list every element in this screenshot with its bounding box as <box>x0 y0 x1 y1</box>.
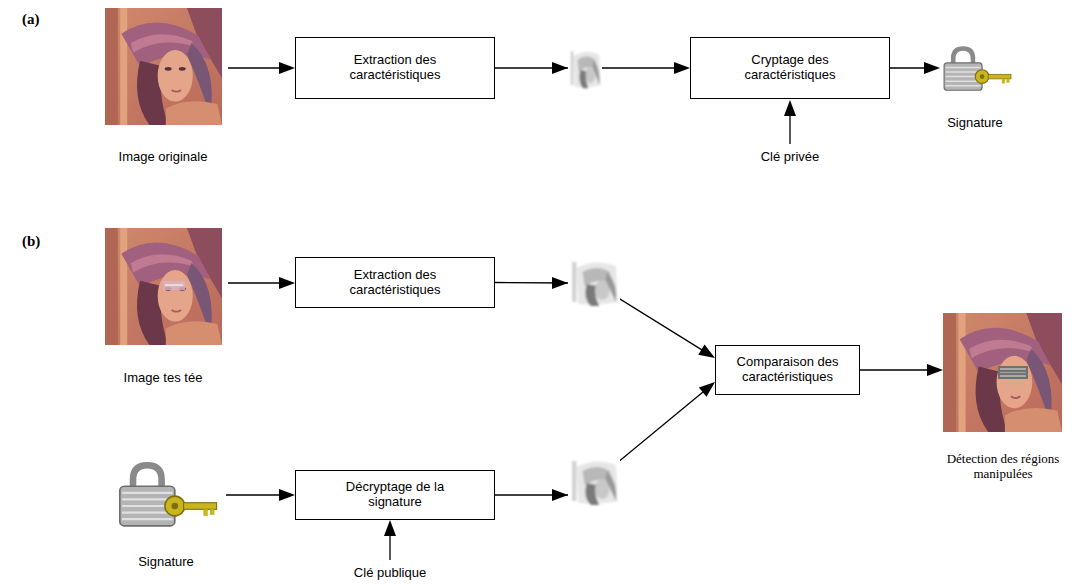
part-label: (b) <box>22 233 62 250</box>
box-text: Extraction des caractéristiques <box>318 53 472 83</box>
signature-lock-icon <box>944 48 1011 90</box>
process-box: Extraction des caractéristiques <box>295 257 495 308</box>
key-label: Clé privée <box>725 150 855 165</box>
detected-region <box>998 366 1028 379</box>
flow-arrow <box>552 62 568 501</box>
signature-label: Signature <box>915 116 1035 131</box>
process-box: Cryptage des caractéristiques <box>690 37 890 99</box>
tested-image <box>105 228 222 345</box>
process-box: Extraction des caractéristiques <box>295 37 495 99</box>
signature-lock-icon <box>120 465 217 526</box>
original-image <box>105 8 222 125</box>
box-text: Cryptage des caractéristiques <box>713 53 867 83</box>
key-label: Clé publique <box>325 566 455 581</box>
signature-label: Signature <box>106 555 226 570</box>
flow-arrow <box>226 62 943 560</box>
box-text: Décryptage de la signature <box>336 480 454 510</box>
part-label: (a) <box>22 11 62 28</box>
arrow-head <box>698 344 715 358</box>
process-box: Décryptage de la signature <box>295 470 495 520</box>
result-caption: Détection des régions manipulées <box>933 452 1073 482</box>
tampered-region <box>163 281 185 290</box>
image-caption: Image originale <box>98 150 228 165</box>
image-caption: Image tes tée <box>98 371 228 386</box>
arrow-head <box>674 62 690 74</box>
box-text: Comparaison des caractéristiques <box>726 355 849 385</box>
result-image <box>943 313 1062 432</box>
box-text: Extraction des caractéristiques <box>318 268 472 298</box>
feature-thumbnail <box>568 457 620 507</box>
arrow-head <box>699 382 715 397</box>
process-box: Comparaison des caractéristiques <box>715 345 860 395</box>
feature-thumbnail <box>568 48 602 90</box>
feature-thumbnail <box>568 258 620 308</box>
